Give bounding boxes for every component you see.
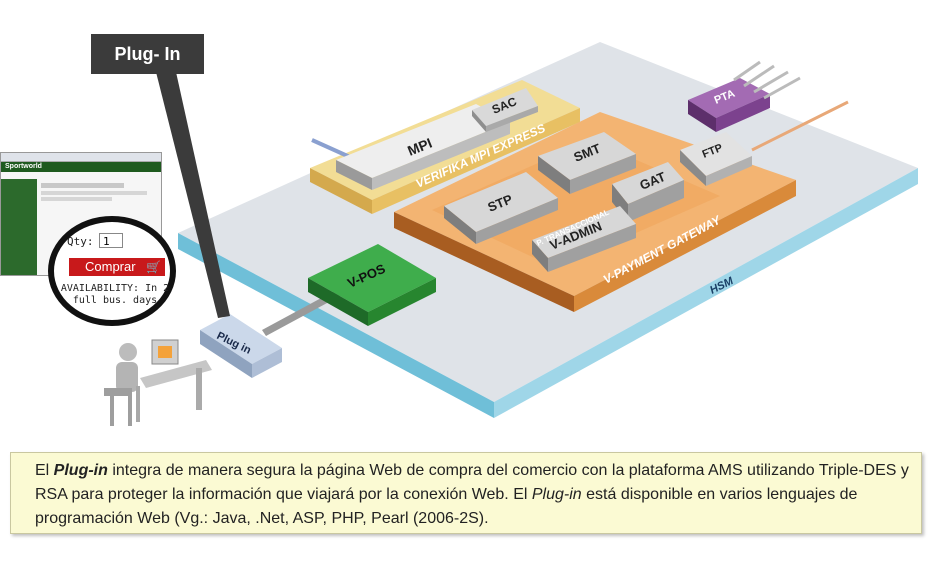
callout-pointer	[156, 72, 230, 318]
link-line	[311, 138, 353, 160]
plug-in-block	[200, 314, 282, 378]
store-content	[41, 183, 159, 203]
connector	[262, 290, 340, 336]
user-at-desk-icon	[104, 339, 212, 426]
stp-block	[444, 172, 558, 244]
caption-plugin-1: Plug-in	[53, 462, 108, 479]
store-sidebar	[1, 179, 37, 275]
v-pos-block	[308, 244, 436, 326]
pta-block	[688, 60, 801, 132]
mpi-block	[336, 104, 510, 190]
availability-text: AVAILABILITY: In 2 full bus. days	[60, 283, 170, 306]
buy-button-label: Comprar	[85, 259, 136, 274]
plug-in-callout: Plug- In	[91, 34, 204, 74]
ftp-block	[680, 100, 849, 186]
smt-block	[538, 132, 636, 194]
caption-plugin-2: Plug-in	[531, 486, 582, 503]
caption-text-1: El	[35, 462, 54, 479]
buy-button[interactable]: Comprar 🛒	[69, 258, 165, 276]
browser-toolbar	[1, 153, 161, 162]
store-brand: Sportworld	[1, 162, 161, 172]
caption-text-2: integra de manera segura la página Web d…	[35, 462, 909, 503]
description-caption: El Plug-in integra de manera segura la p…	[10, 452, 922, 534]
qty-input[interactable]: 1	[99, 233, 123, 248]
sac-block	[472, 88, 538, 132]
qty-label: Qty:	[67, 235, 94, 248]
v-admin-block	[532, 206, 636, 272]
cart-icon: 🛒	[146, 260, 161, 274]
caption-text-3: está disponible en varios lenguajes de p…	[35, 486, 858, 527]
